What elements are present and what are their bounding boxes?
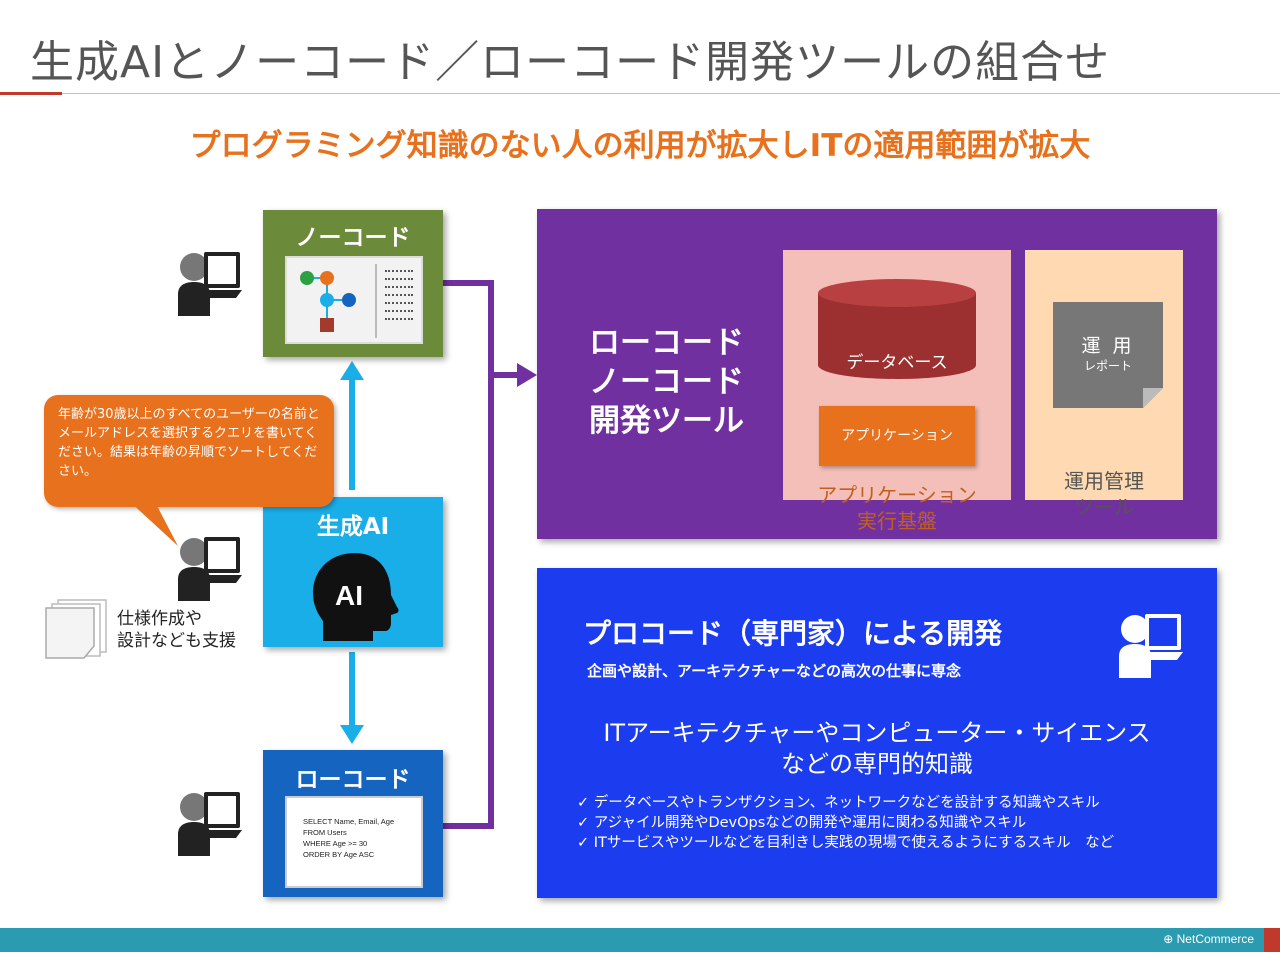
ops-tool-box: 運 用 レポート 運用管理 ツール — [1025, 250, 1183, 519]
prompt-bubble: 年齢が30歳以上のすべてのユーザーの名前とメールアドレスを選択するクエリを書いて… — [44, 395, 334, 507]
ai-badge: AI — [335, 580, 363, 611]
property-list — [375, 264, 417, 338]
footer-bar — [0, 928, 1264, 952]
lowcode-title: ローコード — [295, 767, 411, 793]
sql-line: WHERE Age >= 30 — [303, 839, 368, 848]
ops-tool-caption: 運用管理 ツール — [1064, 469, 1144, 519]
skill-item: アジャイル開発やDevOpsなどの開発や運用に関わる知識やスキル — [577, 813, 1114, 833]
title-rule — [62, 93, 1280, 94]
application-box: アプリケーション — [819, 406, 975, 466]
expert-user-icon — [1119, 614, 1183, 678]
skill-item: データベースやトランザクション、ネットワークなどを設計する知識やスキル — [577, 793, 1114, 813]
platform-arrowhead — [517, 363, 537, 387]
genai-box: 生成AI AI — [263, 497, 443, 647]
title-rule-accent — [0, 92, 62, 95]
support-note: 仕様作成や 設計なども支援 — [117, 609, 236, 651]
report-icon — [1053, 302, 1163, 408]
skill-list: データベースやトランザクション、ネットワークなどを設計する知識やスキル アジャイ… — [577, 793, 1114, 853]
company-logo: ⊕ NetCommerce — [1163, 932, 1254, 946]
bubble-tail — [128, 500, 178, 546]
nocode-connector — [443, 280, 494, 829]
sql-line: ORDER BY Age ASC — [303, 850, 375, 859]
report-subtitle: レポート — [1083, 359, 1132, 373]
user-pc-icon — [178, 792, 242, 856]
app-runtime-caption: アプリケーション 実行基盤 — [817, 483, 977, 533]
database-icon — [818, 279, 976, 379]
sql-line: SELECT Name, Email, Age — [303, 817, 395, 826]
ai-head-icon: AI — [313, 553, 399, 641]
code-editor: SELECT Name, Email, Age FROM Users WHERE… — [285, 796, 423, 888]
platform-panel: ローコード ノーコード 開発ツール データベース アプリケーション アプリケーシ… — [537, 209, 1217, 539]
logo-icon: ⊕ — [1163, 932, 1174, 946]
procode-title: プロコード（専門家）による開発 — [583, 617, 1003, 650]
procode-subtitle: 企画や設計、アーキテクチャーなどの高次の仕事に専念 — [587, 662, 961, 680]
slide-title: 生成AIとノーコード／ローコード開発ツールの組合せ — [30, 37, 1111, 88]
lowcode-box: ローコード SELECT Name, Email, Age FROM Users… — [263, 750, 443, 897]
report-title: 運 用 — [1081, 335, 1135, 357]
slide-subtitle: プログラミング知識のない人の利用が拡大しITの適用範囲が拡大 — [189, 128, 1091, 164]
procode-panel: プロコード（専門家）による開発 企画や設計、アーキテクチャーなどの高次の仕事に専… — [537, 568, 1217, 898]
database-label: データベース — [846, 353, 948, 373]
flow-editor-icon — [285, 256, 423, 344]
documents-icon — [45, 599, 107, 659]
nocode-title: ノーコード — [295, 225, 411, 251]
footer-accent — [1264, 928, 1280, 952]
app-runtime-box: データベース アプリケーション アプリケーション 実行基盤 — [783, 250, 1011, 533]
nocode-box: ノーコード — [263, 210, 443, 357]
prompt-text: 年齢が30歳以上のすべてのユーザーの名前とメールアドレスを選択するクエリを書いて… — [58, 407, 320, 479]
user-pc-icon — [178, 537, 242, 601]
platform-title: ローコード ノーコード 開発ツール — [589, 325, 744, 439]
procode-knowledge: ITアーキテクチャーやコンピューター・サイエンス などの専門的知識 — [603, 719, 1151, 778]
skill-item: ITサービスやツールなどを目利きし実践の現場で使えるようにするスキル など — [577, 833, 1114, 853]
user-pc-icon — [178, 252, 242, 316]
sql-line: FROM Users — [303, 828, 347, 837]
genai-title: 生成AI — [316, 514, 390, 540]
